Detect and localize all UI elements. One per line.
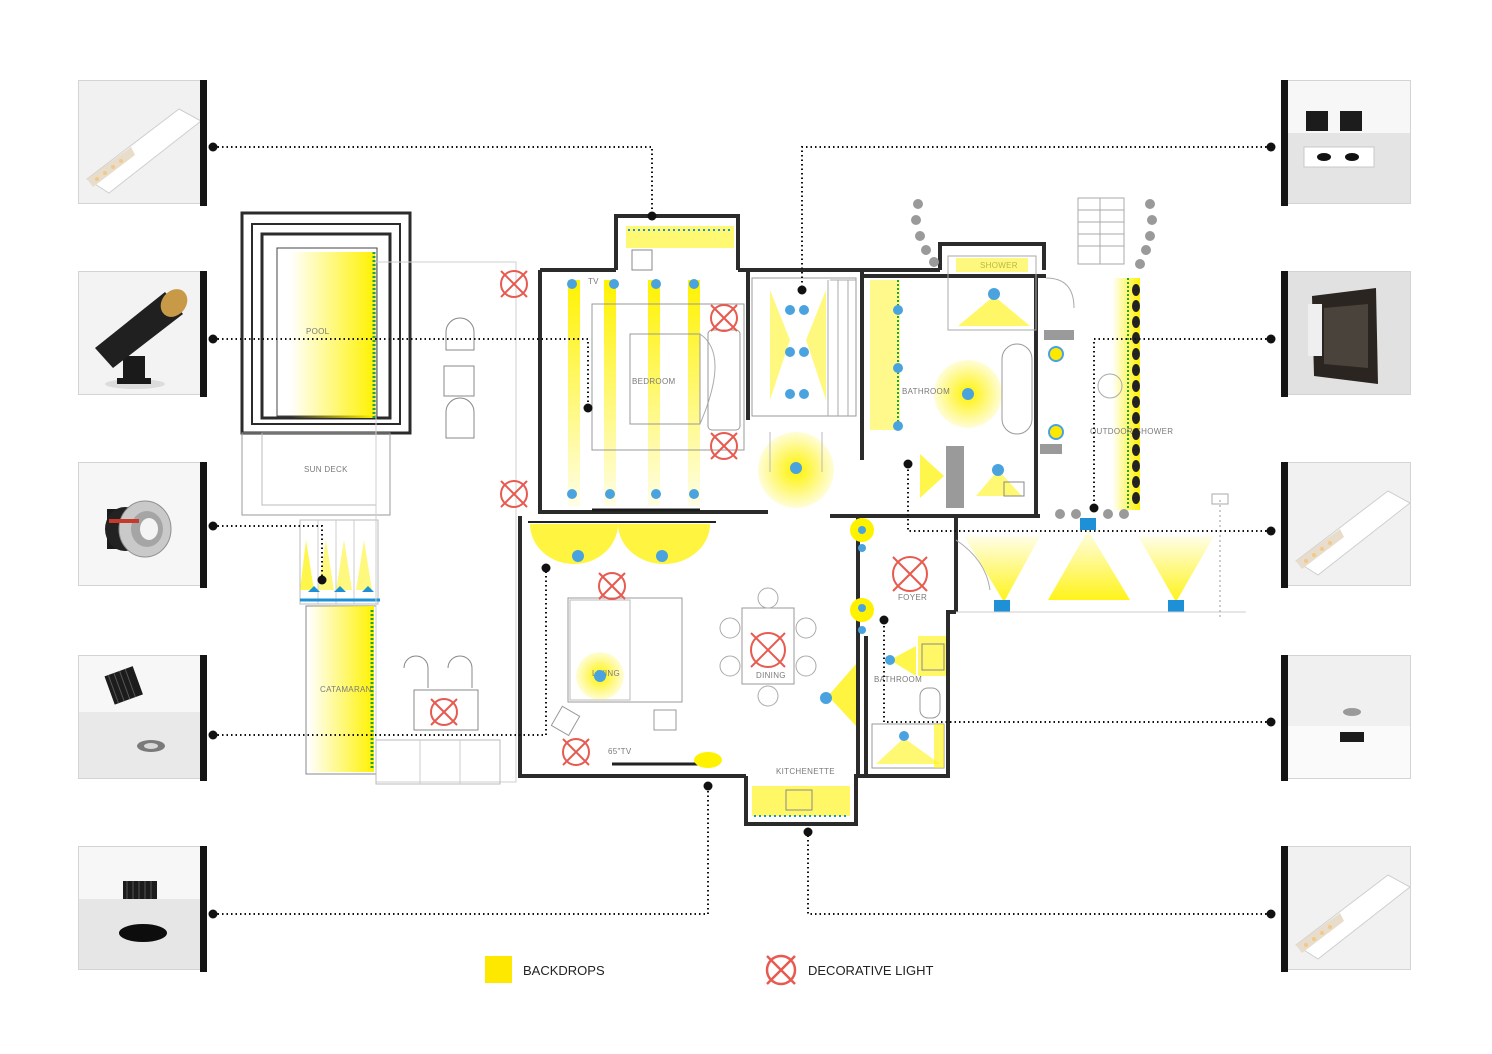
bedroom: BEDROOM TV (568, 226, 857, 512)
linear-profile-light-icon (86, 108, 202, 194)
room-label-kitchenette: KITCHENETTE (776, 767, 835, 776)
fixture-tile-linear-profile (78, 80, 202, 204)
fixture-tile-pinhole-downlight (1287, 655, 1411, 779)
decorative-light-icon (765, 954, 797, 986)
room-label-bathroom-lower: BATHROOM (874, 675, 922, 684)
fixture-divider-bar (1281, 655, 1288, 781)
room-label-foyer: FOYER (898, 593, 927, 602)
fixture-divider-bar (200, 271, 207, 397)
room-label-bedroom: BEDROOM (632, 377, 675, 386)
living-dining: LIVING 65"TV DINING KITCHENETTE (528, 518, 874, 817)
downlight-markers (567, 279, 1004, 741)
adjustable-downlight-icon (79, 656, 201, 778)
room-label-dining: DINING (756, 671, 786, 680)
fixture-divider-bar (1281, 462, 1288, 588)
legend-backdrops-swatch (485, 956, 512, 983)
bathroom-lower: BATHROOM (871, 636, 946, 769)
fixture-tile-linear-profile (1287, 462, 1411, 586)
fixture-tile-adjustable-downlight (78, 655, 202, 779)
room-label-living: LIVING (592, 669, 620, 678)
legend-backdrops-label: BACKDROPS (523, 963, 605, 978)
fixture-tile-wall-step-light (1287, 271, 1411, 395)
fixture-divider-bar (200, 462, 207, 588)
fixture-divider-bar (1281, 80, 1288, 206)
legend: BACKDROPS DECORATIVE LIGHT (485, 954, 934, 986)
bathroom-upper: SHOWER BATHROOM (870, 255, 1074, 508)
fixture-divider-bar (200, 80, 207, 206)
fixture-tile-inground-uplight (78, 462, 202, 586)
room-label-pool: POOL (306, 327, 330, 336)
leader-endpoints (208, 142, 1276, 919)
room-label-sun-deck: SUN DECK (304, 465, 348, 474)
inground-uplight-icon (79, 463, 201, 585)
foyer-exterior: FOYER (898, 493, 1246, 620)
leader-lines (213, 146, 1271, 915)
twin-trimless-spotlight-icon (1288, 81, 1410, 203)
square-wall-step-light-icon (1288, 272, 1410, 394)
legend-decorative-label: DECORATIVE LIGHT (808, 963, 934, 978)
recessed-downlight-icon (79, 847, 201, 969)
outdoor-shower: OUTDOOR SHOWER (911, 197, 1173, 519)
decorative-light-markers (430, 270, 928, 766)
room-label-catamaran: CATAMARAN (320, 685, 372, 694)
spike-spotlight-icon (79, 272, 201, 394)
pinhole-downlight-icon (1288, 656, 1410, 778)
fixture-divider-bar (200, 655, 207, 781)
fixture-tile-linear-profile (1287, 846, 1411, 970)
tv-label-bedroom: TV (588, 277, 599, 286)
fixture-divider-bar (200, 846, 207, 972)
room-label-bathroom-upper: BATHROOM (902, 387, 950, 396)
fixture-divider-bar (1281, 271, 1288, 397)
house-walls (518, 214, 1046, 826)
wall-washer-markers (1048, 346, 1064, 440)
pool-area: POOL SUN DECK CATAMARAN (240, 211, 517, 785)
room-label-outdoor-shower: OUTDOOR SHOWER (1090, 427, 1173, 436)
fixture-divider-bar (1281, 846, 1288, 972)
fixture-tile-twin-spot (1287, 80, 1411, 204)
tv-label-living: 65"TV (608, 747, 632, 756)
fixture-tile-recessed-downlight (78, 846, 202, 970)
